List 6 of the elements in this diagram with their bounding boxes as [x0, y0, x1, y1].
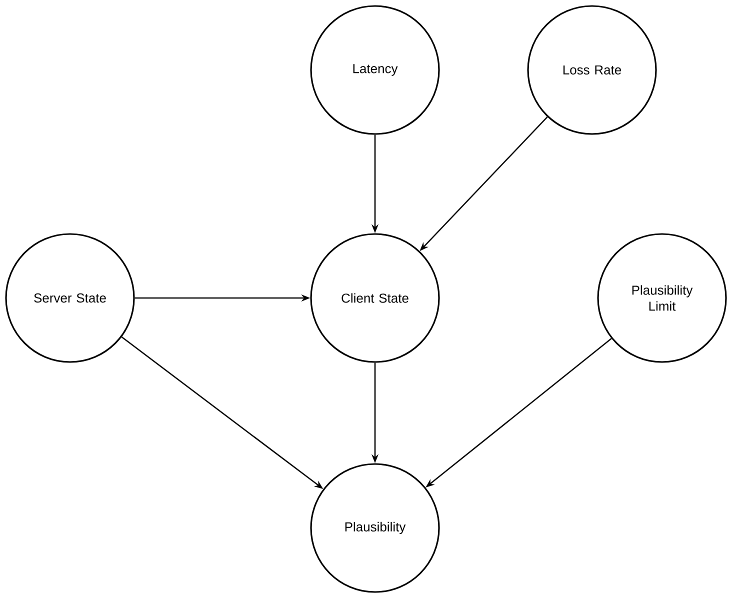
circle-node: Plausibility Limit: [597, 233, 727, 363]
circle-node: Loss Rate: [527, 5, 657, 135]
circle-node: Plausibility: [310, 463, 440, 593]
circle-node: Server State: [5, 233, 135, 363]
circle-node: Latency: [310, 5, 440, 135]
circle-node: Client State: [310, 233, 440, 363]
